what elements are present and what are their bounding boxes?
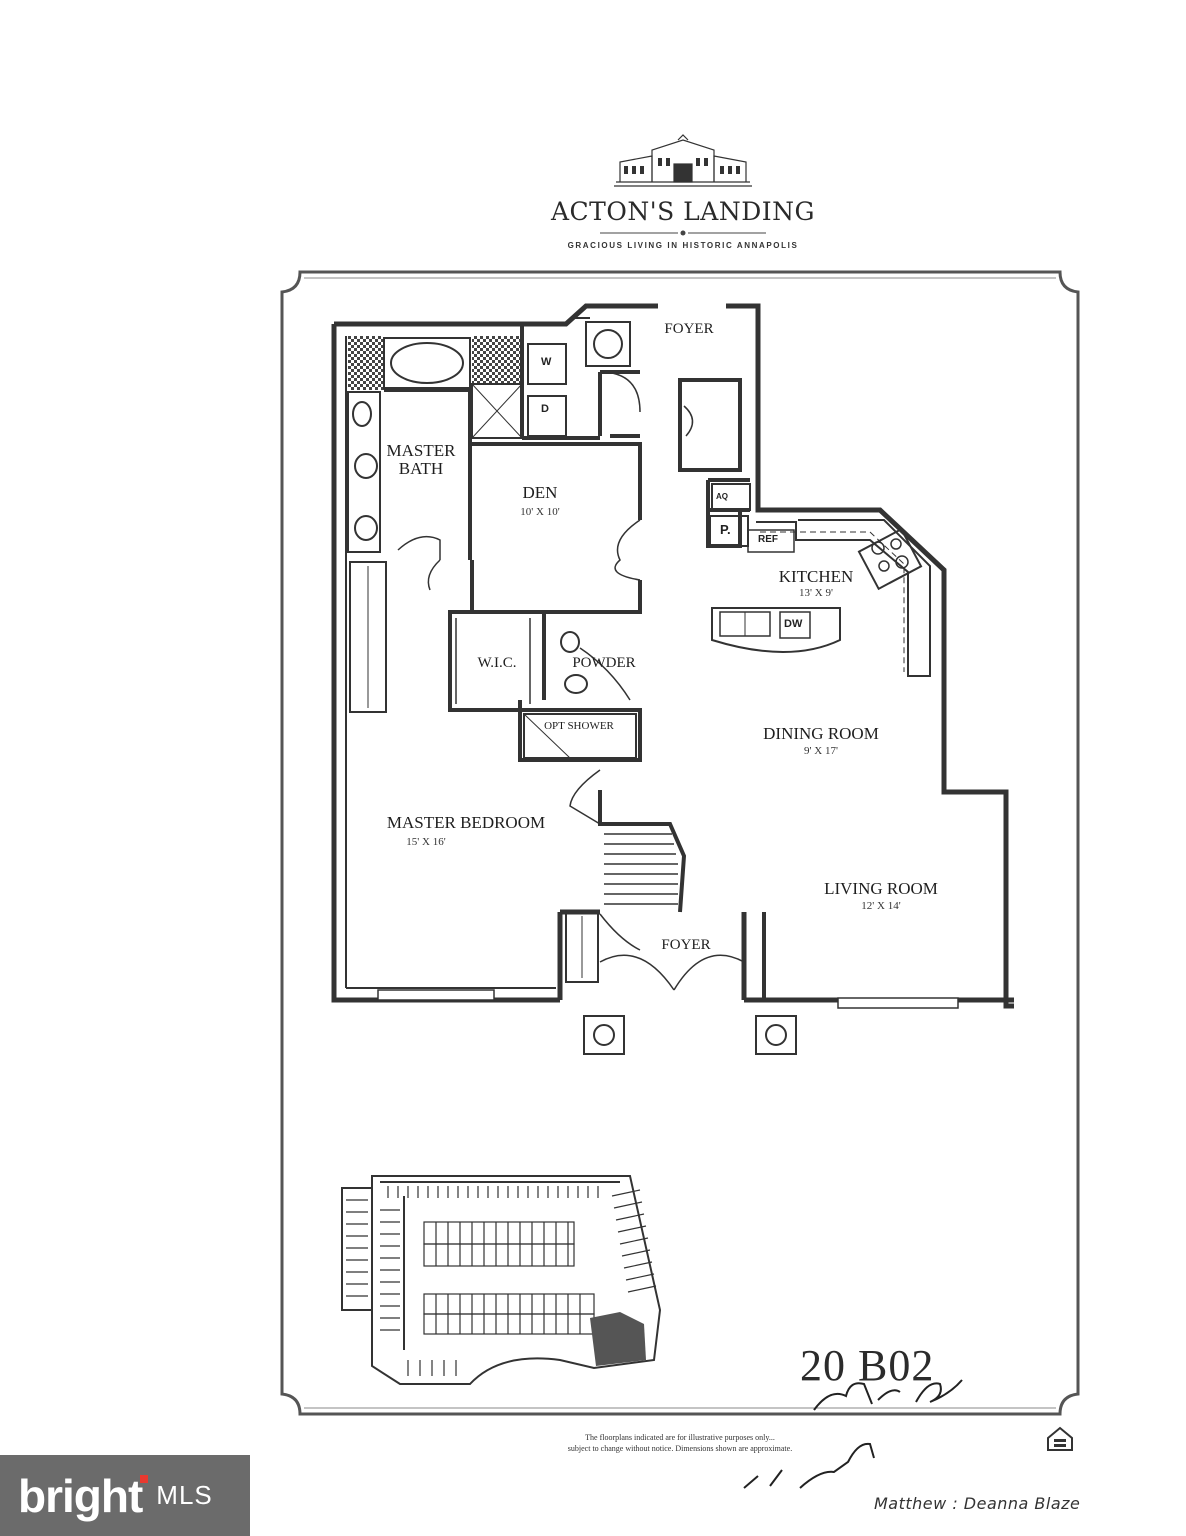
windows <box>377 989 959 1009</box>
stairs <box>604 823 678 905</box>
refrigerator-label: REF <box>758 534 778 545</box>
badge-brand-word: bright <box>18 1469 143 1522</box>
room-label-master-bedroom: MASTER BEDROOM <box>386 813 546 832</box>
bath-floor-tile <box>348 336 384 390</box>
badge-mls-word: MLS <box>156 1480 213 1510</box>
room-dims-kitchen: 13' X 9' <box>799 587 833 599</box>
disclaimer-line-1: The floorplans indicated are for illustr… <box>585 1433 775 1442</box>
bathtub <box>390 342 464 384</box>
dryer-label: D <box>541 403 549 415</box>
signature-scribble <box>743 1379 963 1489</box>
room-label-den: DEN <box>522 483 558 502</box>
site-plan <box>341 1175 662 1385</box>
water-heater-label: AQ <box>716 492 728 501</box>
room-label-living-room: LIVING ROOM <box>824 879 938 898</box>
column <box>585 321 631 367</box>
room-dims-living-room: 12' X 14' <box>861 900 901 912</box>
brand-tagline: GRACIOUS LIVING IN HISTORIC ANNAPOLIS <box>567 241 799 250</box>
unit-number: 20 B02 <box>800 1341 935 1390</box>
dishwasher-label: DW <box>784 618 803 630</box>
washer-label: W <box>541 356 552 368</box>
page-frame <box>280 270 1080 1416</box>
room-label-wic: W.I.C. <box>477 655 517 671</box>
brand-divider <box>600 230 766 236</box>
room-label-kitchen: KITCHEN <box>778 567 854 586</box>
bright-mls-badge: bright MLS <box>0 1455 250 1536</box>
sink <box>354 453 378 479</box>
room-label-foyer-lower: FOYER <box>661 937 711 953</box>
refrigerator <box>747 529 795 553</box>
kitchen-island <box>711 607 841 653</box>
handwritten-note: Matthew : Deanna Blaze <box>874 1494 1081 1513</box>
room-dims-den: 10' X 10' <box>520 506 560 518</box>
washer <box>527 343 567 385</box>
room-label-foyer-upper: FOYER <box>664 321 714 337</box>
room-label-master-bath: MASTER BATH <box>386 441 456 478</box>
toilet <box>352 401 372 427</box>
room-dims-master-bedroom: 15' X 16' <box>406 836 446 848</box>
disclaimer-text: The floorplans indicated are for illustr… <box>420 1432 940 1454</box>
room-label-dining-room: DINING ROOM <box>763 724 879 743</box>
room-label-powder: POWDER <box>572 655 636 671</box>
water-heater <box>711 483 751 511</box>
opt-shower <box>523 713 637 759</box>
room-dims-dining-room: 9' X 17' <box>804 745 838 757</box>
bedroom-closet <box>349 561 387 713</box>
building-logo-icon <box>614 134 752 187</box>
badge-accent-dot-icon <box>140 1475 148 1483</box>
room-label-opt-shower: OPT SHOWER <box>544 720 614 732</box>
brand-title: ACTON'S LANDING <box>551 197 815 226</box>
dishwasher <box>779 611 811 639</box>
cooktop <box>857 527 923 591</box>
kitchen-counter <box>756 519 931 677</box>
entry-columns <box>583 1015 797 1055</box>
disclaimer-line-2: subject to change without notice. Dimens… <box>567 1444 793 1453</box>
pantry-label: P. <box>720 522 731 537</box>
equal-housing-icon <box>1047 1426 1073 1451</box>
dryer <box>527 395 567 437</box>
site-highlight <box>590 1312 646 1366</box>
